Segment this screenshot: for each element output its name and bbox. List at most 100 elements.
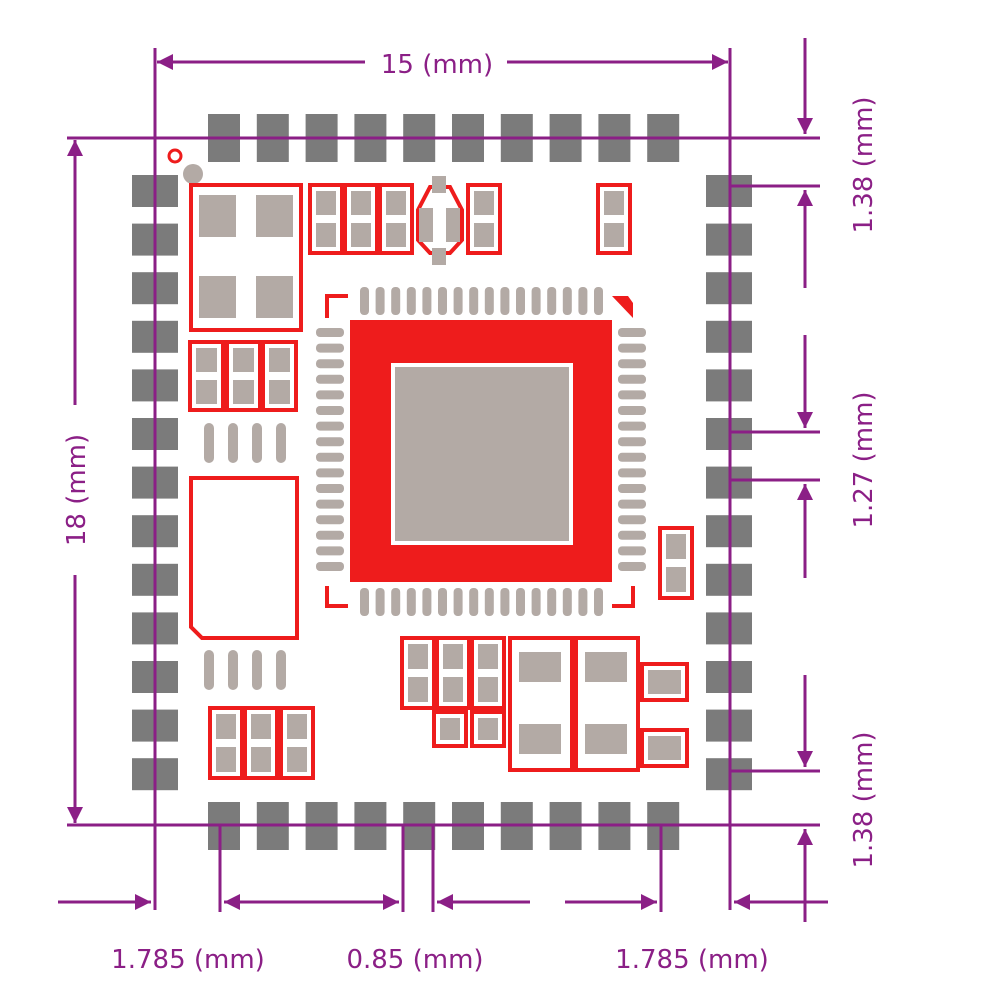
qfn-pin — [316, 406, 344, 415]
sot-lead — [252, 650, 262, 690]
passive-pad — [640, 728, 689, 768]
qfn-pin — [469, 287, 479, 315]
diode-component — [416, 176, 464, 265]
qfn-pin — [618, 484, 646, 493]
qfn-pin — [469, 588, 479, 616]
qfn-pin — [406, 287, 416, 315]
left-margin-label: 1.785 (mm) — [111, 945, 265, 975]
passive-component — [466, 183, 502, 255]
qfn-pin — [316, 499, 344, 509]
qfn-pin — [531, 287, 541, 315]
qfn-pin — [316, 562, 344, 571]
qfn-pin — [360, 287, 369, 315]
qfn-pin — [422, 588, 432, 616]
passive-component — [596, 183, 632, 255]
sot-lead — [204, 650, 214, 690]
passive-component — [279, 706, 315, 780]
bottom-margin-label: 1.38 (mm) — [849, 731, 879, 868]
qfn-pin — [316, 359, 344, 369]
inductor-outline — [189, 476, 299, 640]
qfn-pin — [618, 515, 646, 525]
qfn-pin — [618, 328, 646, 337]
qfn-pin — [316, 437, 344, 447]
passive-pad — [640, 662, 689, 702]
power-pad — [585, 652, 627, 682]
passive-component — [208, 706, 244, 780]
sot-lead — [276, 423, 286, 463]
qfn-pin — [484, 287, 494, 315]
qfn-pin — [484, 588, 494, 616]
qfn-pin — [316, 484, 344, 493]
qfn-pin — [316, 530, 344, 540]
sot-lead — [204, 423, 214, 463]
passive-component — [188, 340, 225, 412]
passive-pad — [470, 710, 506, 748]
qfn-pin — [618, 421, 646, 431]
passive-component — [435, 636, 471, 710]
qfn-pin — [562, 287, 572, 315]
qfn-pin — [618, 468, 646, 478]
dimension-lines — [58, 38, 828, 922]
top-margin-label: 1.38 (mm) — [849, 96, 879, 233]
qfn-pin — [406, 588, 416, 616]
qfn-pin — [618, 530, 646, 540]
qfn-pin — [516, 588, 525, 616]
qfn-pin — [316, 328, 344, 337]
qfn-pin — [618, 546, 646, 556]
sot-lead — [276, 650, 286, 690]
power-pad — [519, 652, 561, 682]
passive-component — [261, 340, 298, 412]
right-margin-label: 1.785 (mm) — [615, 945, 769, 975]
passive-component — [343, 183, 379, 255]
pad-gap-label: 0.85 (mm) — [346, 945, 483, 975]
power-component — [574, 636, 640, 772]
qfn-chip — [316, 287, 646, 616]
qfn-pin — [594, 588, 603, 616]
qfn-pin — [316, 452, 344, 462]
height-dimension-label: 18 (mm) — [62, 434, 92, 546]
qfn-pin — [618, 499, 646, 509]
qfn-pin — [594, 287, 603, 315]
qfn-pin — [578, 287, 588, 315]
qfn-pin — [316, 374, 344, 384]
qfn-pin — [316, 468, 344, 478]
qfn-pin — [562, 588, 572, 616]
qfn-pin — [360, 588, 369, 616]
qfn-pin — [375, 287, 385, 315]
qfn-pin — [500, 287, 510, 315]
sot-leads-lower — [204, 650, 286, 690]
qfn-pin — [618, 562, 646, 571]
passive-component — [243, 706, 279, 780]
sot-lead — [228, 423, 238, 463]
pin1-marker-icon — [167, 148, 183, 164]
qfn-pin — [618, 406, 646, 415]
qfn-pin — [316, 343, 344, 353]
passive-pad — [432, 710, 468, 748]
qfn-pin — [618, 390, 646, 400]
sot-lead — [228, 650, 238, 690]
qfn-pin — [391, 287, 401, 315]
width-dimension-label: 15 (mm) — [381, 50, 493, 80]
power-component — [508, 636, 574, 772]
qfn-pin — [391, 588, 401, 616]
passive-component — [225, 340, 262, 412]
qfn-pin — [316, 546, 344, 556]
sot-lead — [252, 423, 262, 463]
qfn-pin — [375, 588, 385, 616]
qfn-pin — [516, 287, 525, 315]
qfn-pin — [618, 452, 646, 462]
passive-component — [658, 526, 694, 600]
qfn-pin — [438, 287, 447, 315]
qfn-pin — [618, 374, 646, 384]
qfn-pin — [547, 588, 557, 616]
qfn-pin — [500, 588, 510, 616]
crystal-component — [189, 183, 303, 332]
qfn-pin — [453, 588, 463, 616]
qfn-pin — [578, 588, 588, 616]
fiducial-dot — [183, 164, 203, 184]
qfn-exposed-pad — [391, 363, 573, 545]
sot-leads-upper — [204, 423, 286, 463]
passive-component — [378, 183, 414, 255]
qfn-pin — [316, 421, 344, 431]
